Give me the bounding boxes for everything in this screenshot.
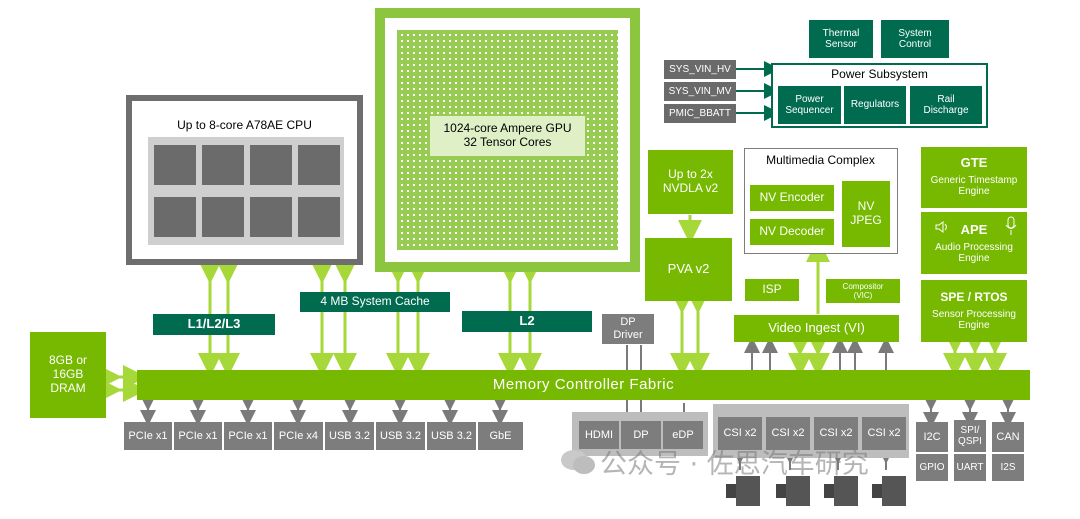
ape-title: APE [960, 221, 988, 237]
io-pcie-1: PCIe x1 [124, 422, 172, 450]
input-sys-vin-mv: SYS_VIN_MV [664, 82, 736, 101]
io-usb-2: USB 3.2 [376, 422, 425, 450]
gpu-label: 1024-core Ampere GPU 32 Tensor Cores [430, 116, 585, 156]
isp-block: ISP [745, 279, 799, 301]
io-uart: UART [954, 454, 986, 481]
speaker-icon [935, 220, 949, 234]
io-csi-2: CSI x2 [766, 417, 810, 450]
io-usb-3: USB 3.2 [427, 422, 476, 450]
io-pcie-x4: PCIe x4 [274, 422, 323, 450]
cpu-block: Up to 8-core A78AE CPU [126, 95, 363, 265]
power-subsystem: Power Subsystem Power Sequencer Regulato… [771, 63, 988, 128]
dram-block: 8GB or 16GB DRAM [30, 332, 106, 418]
power-subsystem-title: Power Subsystem [831, 67, 928, 82]
io-can: CAN [992, 422, 1024, 452]
input-pmic-bbatt: PMIC_BBATT [664, 104, 736, 123]
camera-icon [776, 476, 810, 506]
system-control: System Control [881, 20, 949, 58]
gpu-block: 1024-core Ampere GPU 32 Tensor Cores [375, 8, 640, 272]
spe-block: SPE / RTOS Sensor Processing Engine [921, 280, 1027, 342]
io-i2c: I2C [916, 422, 948, 452]
nvdla-block: Up to 2x NVDLA v2 [648, 150, 733, 214]
gte-block: GTE Generic Timestamp Engine [921, 147, 1027, 208]
dp-driver: DP Driver [602, 314, 654, 344]
cpu-core-grid [148, 137, 344, 245]
wechat-icon [560, 448, 596, 476]
camera-icon [824, 476, 858, 506]
microphone-icon [1005, 216, 1017, 236]
camera-icon [872, 476, 906, 506]
camera-icon [726, 476, 760, 506]
spe-title: SPE / RTOS [940, 290, 1008, 305]
watermark-text: 公众号 · 佐思汽车研究 [600, 449, 869, 480]
nv-jpeg: NV JPEG [842, 181, 890, 247]
cpu-label: Up to 8-core A78AE CPU [177, 118, 312, 133]
ape-subtitle: Audio Processing Engine [935, 241, 1013, 265]
spe-subtitle: Sensor Processing Engine [932, 308, 1016, 332]
gte-subtitle: Generic Timestamp Engine [930, 174, 1018, 198]
l1l2l3-cache: L1/L2/L3 [153, 314, 275, 335]
multimedia-title: Multimedia Complex [766, 153, 875, 168]
input-sys-vin-hv: SYS_VIN_HV [664, 60, 736, 79]
io-dp: DP [621, 421, 661, 449]
io-usb-1: USB 3.2 [325, 422, 374, 450]
io-edp: eDP [663, 421, 703, 449]
nv-encoder: NV Encoder [750, 185, 834, 211]
compositor-block: Compositor (VIC) [826, 279, 900, 303]
thermal-sensor: Thermal Sensor [809, 20, 873, 58]
io-pcie-3: PCIe x1 [224, 422, 272, 450]
gte-title: GTE [960, 154, 988, 170]
io-csi-1: CSI x2 [718, 417, 762, 450]
io-pcie-2: PCIe x1 [174, 422, 222, 450]
nv-decoder: NV Decoder [750, 219, 834, 245]
io-i2s: I2S [992, 454, 1024, 481]
io-hdmi: HDMI [579, 421, 619, 449]
video-ingest: Video Ingest (VI) [734, 315, 899, 342]
ape-block: APE Audio Processing Engine [921, 212, 1027, 274]
io-csi-4: CSI x2 [862, 417, 906, 450]
regulators: Regulators [844, 86, 906, 124]
l2-cache: L2 [462, 311, 592, 332]
system-cache: 4 MB System Cache [300, 292, 450, 312]
io-gbe: GbE [478, 422, 523, 450]
power-sequencer: Power Sequencer [778, 86, 841, 124]
io-csi-3: CSI x2 [814, 417, 858, 450]
multimedia-complex: Multimedia Complex NV Encoder NV Decoder… [744, 148, 898, 254]
io-spi: SPI/ QSPI [954, 420, 986, 452]
pva-block: PVA v2 [645, 238, 732, 301]
memory-controller-fabric: Memory Controller Fabric [137, 370, 1030, 400]
rail-discharge: Rail Discharge [910, 86, 982, 124]
io-gpio: GPIO [916, 454, 948, 481]
